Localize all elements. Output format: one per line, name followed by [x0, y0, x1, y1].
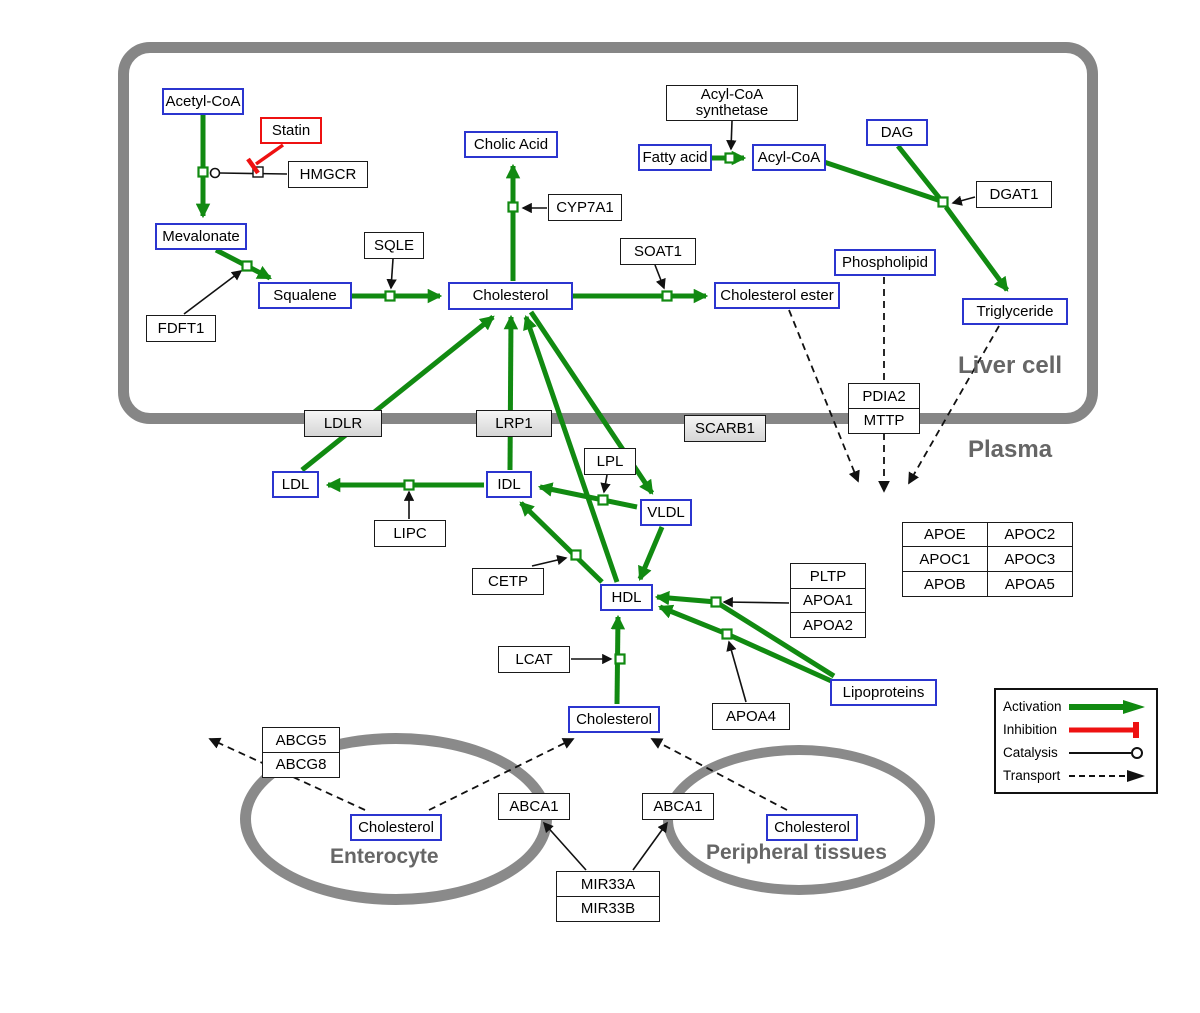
- node-cholesterol-peripheral[interactable]: Cholesterol: [766, 814, 858, 841]
- liver-cell-region: [118, 42, 1098, 424]
- node-dgat1[interactable]: DGAT1: [976, 181, 1052, 208]
- node-apoc3[interactable]: APOC3: [986, 546, 1073, 573]
- node-group-mir33: MIR33A MIR33B: [556, 871, 660, 922]
- node-squalene[interactable]: Squalene: [258, 282, 352, 309]
- node-acyl-coa-product[interactable]: Acyl-CoA: [752, 144, 826, 171]
- apolipoprotein-table: APOE APOC2 APOC1 APOC3 APOB APOA5: [901, 521, 1073, 598]
- node-lrp1[interactable]: LRP1: [476, 410, 552, 437]
- node-mir33b[interactable]: MIR33B: [556, 895, 660, 922]
- node-pdia2[interactable]: PDIA2: [848, 383, 920, 409]
- node-apoc2[interactable]: APOC2: [986, 521, 1073, 548]
- node-statin[interactable]: Statin: [260, 117, 322, 144]
- node-apoa4[interactable]: APOA4: [712, 703, 790, 730]
- enterocyte-label: Enterocyte: [330, 845, 439, 868]
- node-lpl[interactable]: LPL: [584, 448, 636, 475]
- node-soat1[interactable]: SOAT1: [620, 238, 696, 265]
- node-abca1-enterocyte[interactable]: ABCA1: [498, 793, 570, 820]
- node-vldl[interactable]: VLDL: [640, 499, 692, 526]
- node-idl[interactable]: IDL: [486, 471, 532, 498]
- node-abcg8[interactable]: ABCG8: [262, 751, 340, 778]
- node-cholesterol-ester[interactable]: Cholesterol ester: [714, 282, 840, 309]
- node-ldl[interactable]: LDL: [272, 471, 319, 498]
- activation-edges: [195, 115, 1010, 705]
- node-ldlr[interactable]: LDLR: [304, 410, 382, 437]
- node-hmgcr[interactable]: HMGCR: [288, 161, 368, 188]
- node-cholesterol-plasma[interactable]: Cholesterol: [568, 706, 660, 733]
- node-acetyl-coa[interactable]: Acetyl-CoA: [162, 88, 244, 115]
- legend: Activation Inhibition Catalysis Transpor…: [994, 688, 1158, 794]
- node-apoc1[interactable]: APOC1: [901, 546, 988, 573]
- node-mir33a[interactable]: MIR33A: [556, 871, 660, 897]
- node-apob[interactable]: APOB: [901, 571, 988, 598]
- node-apoe[interactable]: APOE: [901, 521, 988, 548]
- legend-row-transport: Transport: [1003, 764, 1149, 787]
- node-cetp[interactable]: CETP: [472, 568, 544, 595]
- node-abcg5[interactable]: ABCG5: [262, 727, 340, 753]
- node-triglyceride[interactable]: Triglyceride: [962, 298, 1068, 325]
- node-group-abcg5-abcg8: ABCG5 ABCG8: [262, 727, 340, 778]
- node-pltp[interactable]: PLTP: [790, 563, 866, 589]
- inhibition-edge: [246, 143, 285, 175]
- node-mttp[interactable]: MTTP: [848, 407, 920, 434]
- inhibition-tbar-icon: [1069, 721, 1139, 738]
- node-apoa2[interactable]: APOA2: [790, 612, 866, 639]
- node-lcat[interactable]: LCAT: [498, 646, 570, 673]
- legend-catalysis-label: Catalysis: [1003, 745, 1058, 760]
- peripheral-tissues-label: Peripheral tissues: [706, 841, 887, 864]
- node-apoa1[interactable]: APOA1: [790, 587, 866, 614]
- legend-row-inhibition: Inhibition: [1003, 718, 1149, 741]
- legend-transport-label: Transport: [1003, 768, 1061, 783]
- legend-row-activation: Activation: [1003, 695, 1149, 718]
- node-cholic-acid[interactable]: Cholic Acid: [464, 131, 558, 158]
- node-hdl[interactable]: HDL: [600, 584, 653, 611]
- plasma-label: Plasma: [968, 436, 1053, 463]
- node-scarb1[interactable]: SCARB1: [684, 415, 766, 442]
- node-phospholipid[interactable]: Phospholipid: [834, 249, 936, 276]
- node-abca1-peripheral[interactable]: ABCA1: [642, 793, 714, 820]
- acyl-coa-synthetase-line1: Acyl-CoA: [700, 86, 764, 104]
- peripheral-tissues-region: [663, 745, 935, 895]
- activation-arrow-icon: [1069, 699, 1145, 714]
- node-lipoproteins[interactable]: Lipoproteins: [830, 679, 937, 706]
- legend-inhibition-label: Inhibition: [1003, 722, 1058, 737]
- reaction-squares: [197, 152, 949, 665]
- node-group-pltp-apoa1-apoa2: PLTP APOA1 APOA2: [790, 563, 866, 639]
- node-apoa5[interactable]: APOA5: [986, 571, 1073, 598]
- node-dag[interactable]: DAG: [866, 119, 928, 146]
- node-sqle[interactable]: SQLE: [364, 232, 424, 259]
- catalysis-circle-icon: [1069, 746, 1143, 759]
- node-cyp7a1[interactable]: CYP7A1: [548, 194, 622, 221]
- node-fatty-acid[interactable]: Fatty acid: [638, 144, 712, 171]
- node-mevalonate[interactable]: Mevalonate: [155, 223, 247, 250]
- liver-cell-label: Liver cell: [958, 352, 1063, 379]
- node-cholesterol-liver[interactable]: Cholesterol: [448, 282, 573, 310]
- transport-dashed-arrow-icon: [1069, 769, 1145, 782]
- node-group-pdia2-mttp: PDIA2 MTTP: [848, 383, 920, 434]
- node-acyl-coa-synthetase[interactable]: Acyl-CoA synthetase: [666, 85, 798, 121]
- acyl-coa-synthetase-line2: synthetase: [695, 102, 769, 119]
- node-cholesterol-enterocyte[interactable]: Cholesterol: [350, 814, 442, 841]
- node-fdft1[interactable]: FDFT1: [146, 315, 216, 342]
- legend-activation-label: Activation: [1003, 699, 1062, 714]
- node-lipc[interactable]: LIPC: [374, 520, 446, 547]
- legend-row-catalysis: Catalysis: [1003, 741, 1149, 764]
